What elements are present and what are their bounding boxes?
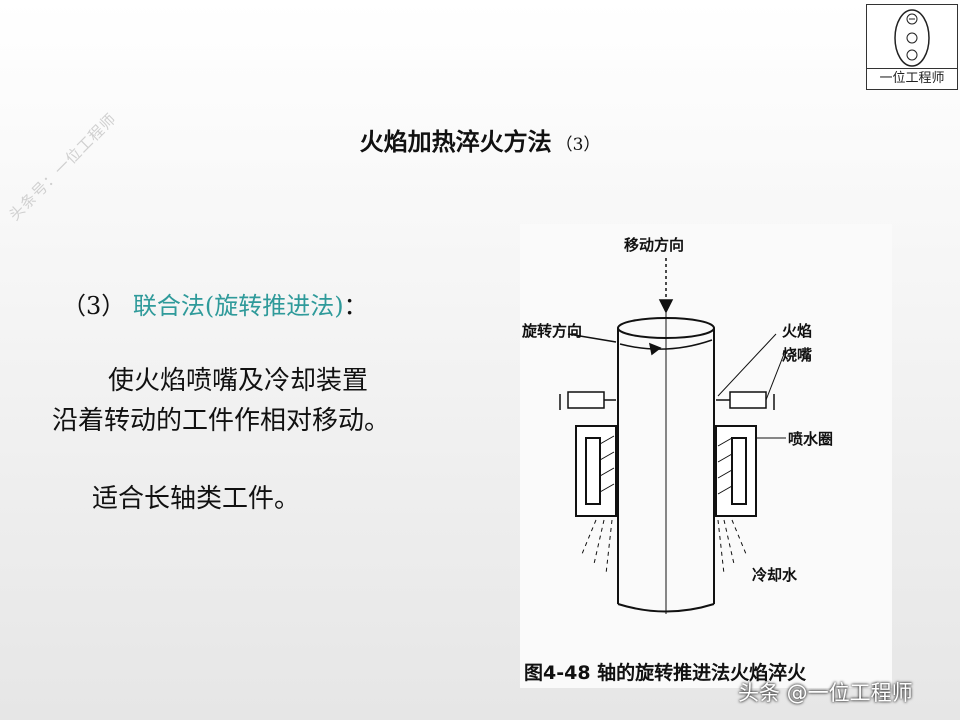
title-text: 火焰加热淬火方法 [359,127,552,156]
figure-caption: 图4-48 轴的旋转推进法火焰淬火 [524,662,807,684]
logo-caption: 一位工程师 [867,68,957,89]
body-line-1: 使火焰喷嘴及冷却装置 [108,366,369,396]
heading-highlight: 联合法(旋转推进法) [132,292,344,320]
shaft [617,304,715,614]
logo-emblem-icon [894,9,930,67]
label-move-direction: 移动方向 [624,236,685,254]
section-heading: （3） 联合法(旋转推进法)： [62,286,368,321]
heading-suffix: ： [343,292,368,320]
hardening-diagram [559,258,786,614]
move-arrow [658,258,674,314]
rotation-arrow [567,333,713,356]
spray-rings [575,425,757,517]
burner-nozzles [559,391,775,410]
body-line-2: 沿着转动的工件作相对移动。 [52,406,391,436]
page-title: 火焰加热淬火方法（3） [0,122,960,157]
water-spray [581,519,747,575]
hatching [599,435,733,495]
heading-prefix: （3） [62,292,126,320]
logo: 一位工程师 [866,4,958,90]
body-line-3: 适合长轴类工件。 [92,484,301,514]
leader-lines [717,333,786,439]
title-number: （3） [555,135,601,155]
label-nozzle: 烧嘴 [782,346,813,364]
figure: 移动方向 旋转方向 火焰 烧嘴 喷水圈 冷却水 图4-48 轴的旋转推进法火焰淬… [520,224,892,688]
label-spray-ring: 喷水圈 [788,430,834,448]
label-rotate-direction: 旋转方向 [522,322,583,340]
label-cooling-water: 冷却水 [752,566,798,584]
footer-attribution: 头条 @一位工程师 [738,681,913,705]
label-flame: 火焰 [782,322,813,340]
